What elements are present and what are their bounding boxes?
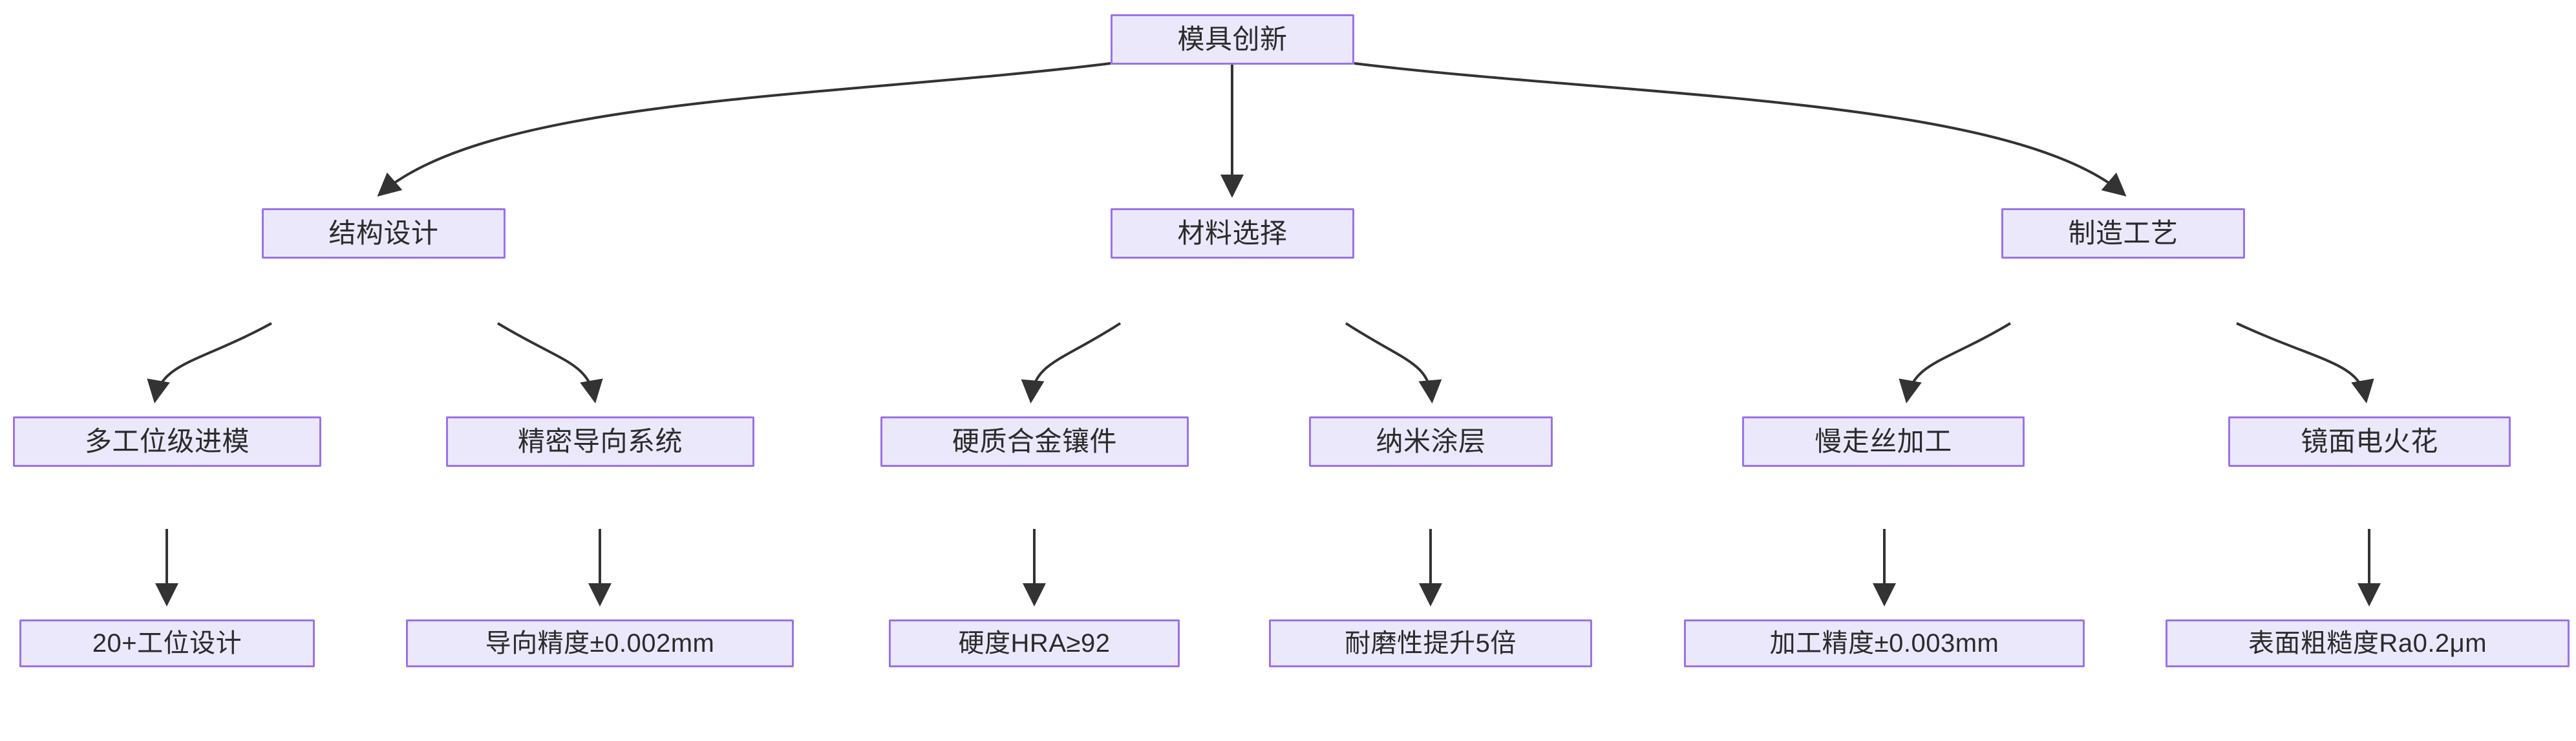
node-hardness[interactable]: 硬度HRA≥92 [889,619,1180,667]
node-label: 纳米涂层 [1376,425,1486,456]
node-label: 材料选择 [1177,217,1288,248]
node-root[interactable]: 模具创新 [1111,14,1354,65]
edge-material-carbide [1021,322,1122,403]
edge-process-wire [1899,322,2012,403]
node-label: 结构设计 [328,217,439,248]
edge-structure-guide [496,322,603,403]
node-label: 多工位级进模 [84,425,250,456]
node-label: 导向精度±0.002mm [485,629,715,658]
edge-structure-progressive [147,322,272,403]
node-nano-coating[interactable]: 纳米涂层 [1309,416,1553,467]
node-wear-resistance[interactable]: 耐磨性提升5倍 [1269,619,1592,667]
node-mirror-edm[interactable]: 镜面电火花 [2228,416,2511,467]
node-surface-roughness[interactable]: 表面粗糙度Ra0.2μm [2166,619,2570,667]
node-label: 加工精度±0.003mm [1769,629,1999,658]
node-label: 耐磨性提升5倍 [1345,629,1517,658]
edge-root-process [1354,62,2127,197]
node-guide-accuracy[interactable]: 导向精度±0.002mm [406,619,794,667]
node-label: 慢走丝加工 [1815,425,1952,456]
node-label: 表面粗糙度Ra0.2μm [2248,629,2487,658]
node-machining-accuracy[interactable]: 加工精度±0.003mm [1684,619,2085,667]
node-material[interactable]: 材料选择 [1111,208,1354,259]
node-progressive-die[interactable]: 多工位级进模 [13,416,321,467]
edge-root-structure [377,62,1111,197]
edge-process-mirror [2236,322,2374,403]
node-label: 模具创新 [1177,23,1288,54]
node-structure[interactable]: 结构设计 [262,208,506,259]
node-label: 镜面电火花 [2301,425,2438,456]
node-wire-edm[interactable]: 慢走丝加工 [1742,416,2025,467]
node-label: 制造工艺 [2068,217,2178,248]
node-guide-system[interactable]: 精密导向系统 [446,416,754,467]
node-label: 精密导向系统 [517,425,683,456]
node-label: 硬度HRA≥92 [958,629,1111,658]
node-carbide-insert[interactable]: 硬质合金镶件 [880,416,1189,467]
edge-material-nano [1345,322,1442,403]
node-label: 硬质合金镶件 [952,425,1117,456]
node-label: 20+工位设计 [92,629,242,658]
node-process[interactable]: 制造工艺 [2001,208,2245,259]
node-station-design[interactable]: 20+工位设计 [19,619,315,667]
